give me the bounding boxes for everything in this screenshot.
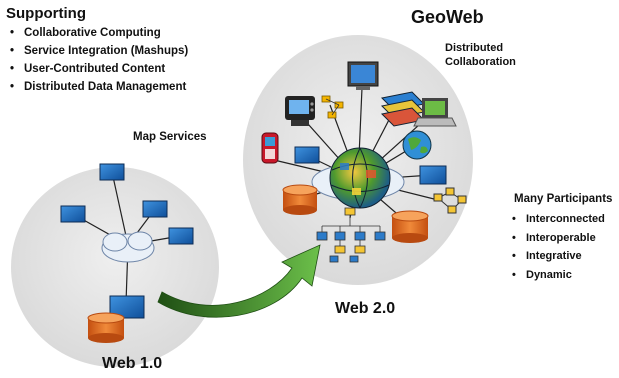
monitor-icon (347, 61, 379, 90)
web20-devices (261, 61, 467, 263)
geoweb-title: GeoWeb (411, 7, 484, 27)
database-icon (282, 184, 318, 215)
map-layers-icon (380, 91, 426, 127)
supporting-heading: Supporting (6, 5, 86, 22)
list-item: Dynamic (512, 266, 605, 285)
web10-monitors (60, 163, 194, 319)
participants-heading: Many Participants (514, 193, 613, 205)
monitor-icon (419, 165, 447, 185)
web10-label: Web 1.0 (102, 355, 163, 372)
list-item: Integrative (512, 247, 605, 266)
network-nodes-icon (321, 95, 344, 119)
laptop-icon (413, 98, 457, 127)
list-item: User-Contributed Content (10, 60, 188, 78)
workflow-icon (433, 187, 467, 214)
map-services-label: Map Services (133, 131, 207, 143)
participants-list: Interconnected Interoperable Integrative… (512, 210, 605, 284)
tv-icon (285, 96, 315, 126)
web10-cloud-icon (101, 231, 155, 263)
supporting-list: Collaborative Computing Service Integrat… (10, 24, 188, 96)
web20-label: Web 2.0 (335, 300, 396, 317)
list-item: Collaborative Computing (10, 24, 188, 42)
transition-arrow-icon (157, 244, 321, 318)
monitor-icon (168, 227, 194, 245)
org-chart-icon (316, 207, 386, 263)
list-item: Interoperable (512, 229, 605, 248)
distributed-collaboration-label: Distributed Collaboration (445, 41, 516, 69)
globe-icon (329, 147, 391, 209)
list-item: Interconnected (512, 210, 605, 229)
monitor-icon (60, 205, 86, 223)
earth-icon (402, 130, 432, 160)
label-line: Collaboration (445, 56, 516, 68)
list-item: Service Integration (Mashups) (10, 42, 188, 60)
monitor-icon (294, 146, 320, 164)
database-icon (391, 210, 429, 243)
web10-database-icon (87, 312, 125, 343)
list-item: Distributed Data Management (10, 78, 188, 96)
mobile-phone-icon (261, 132, 279, 164)
monitor-icon (142, 200, 168, 218)
monitor-icon (99, 163, 125, 181)
label-line: Distributed (445, 42, 504, 54)
server-monitor-icon (109, 295, 145, 319)
